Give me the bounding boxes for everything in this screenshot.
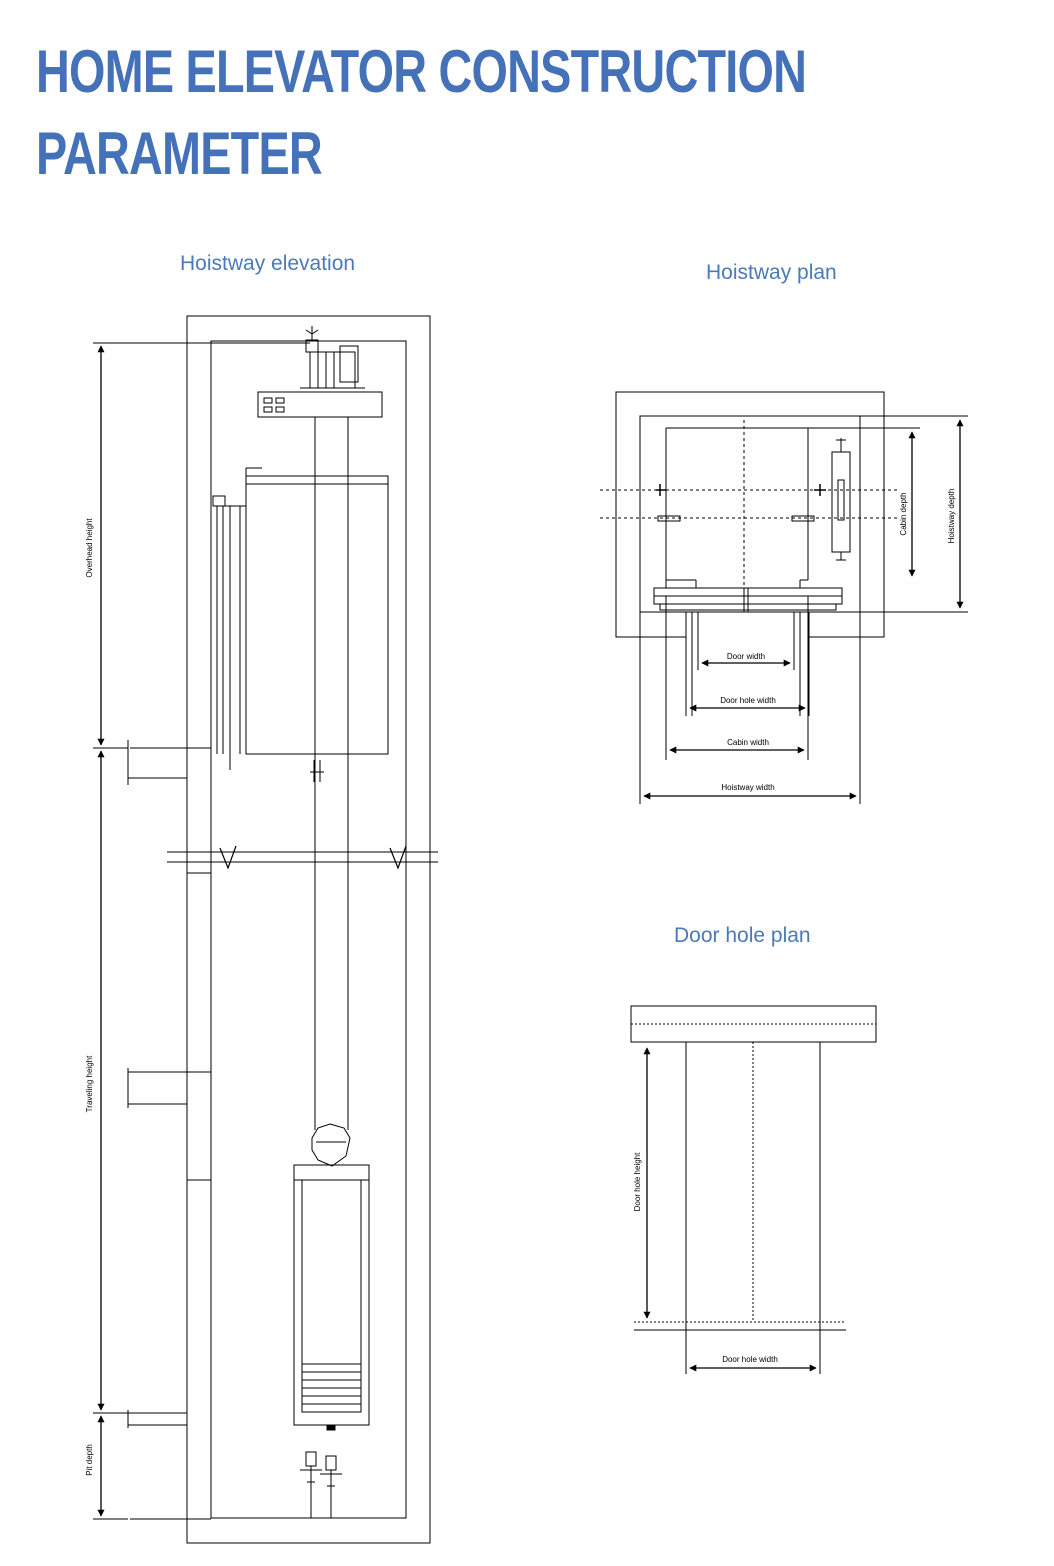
page-title-line-1: HOME ELEVATOR CONSTRUCTION <box>36 38 807 105</box>
hoistway-plan <box>600 391 968 804</box>
page-title-line-2: PARAMETER <box>36 120 323 187</box>
hoistway-depth-label: Hoistway depth <box>947 489 956 544</box>
elevator-cabin <box>245 475 389 755</box>
plan-dimensions <box>643 419 964 800</box>
pit-depth-label: Pit depth <box>85 1444 94 1476</box>
overhead-height-label: Overhead height <box>85 518 94 578</box>
bottom-landing-slab <box>127 1410 187 1428</box>
hoistway-width-label: Hoistway width <box>721 783 774 792</box>
plan-cabin <box>665 427 809 588</box>
break-line <box>167 845 438 870</box>
door-width-label: Door width <box>727 652 765 661</box>
top-landing-slab <box>127 740 187 785</box>
machine-beam <box>257 391 383 418</box>
door-hole-plan <box>630 1005 877 1374</box>
door-hole-width-bottom-label: Door hole width <box>722 1355 778 1364</box>
door-hole-dimensions <box>643 1047 817 1372</box>
door-header <box>212 495 226 507</box>
cabin-depth-label: Cabin depth <box>899 492 908 535</box>
middle-landing-slab <box>127 1068 211 1108</box>
door-hole-height-label: Door hole height <box>633 1152 642 1211</box>
plan-counterweight <box>831 451 851 553</box>
counterweight-blocks <box>302 1363 361 1405</box>
counterweight-pulley <box>311 1123 351 1167</box>
pit-buffers <box>300 1451 342 1518</box>
counterweight-frame <box>293 1164 370 1426</box>
door-hole-width-label: Door hole width <box>720 696 776 705</box>
hoistway-plan-title: Hoistway plan <box>706 261 837 284</box>
cabin-width-label: Cabin width <box>727 738 769 747</box>
traction-machine <box>309 351 356 389</box>
hoistway-elevation <box>93 315 438 1544</box>
traveling-height-label: Traveling height <box>85 1055 94 1112</box>
door-hole-plan-title: Door hole plan <box>674 924 811 947</box>
hoistway-outer-wall <box>186 315 431 1544</box>
hoistway-inner-wall <box>210 340 407 1519</box>
hoistway-elevation-title: Hoistway elevation <box>180 252 356 275</box>
